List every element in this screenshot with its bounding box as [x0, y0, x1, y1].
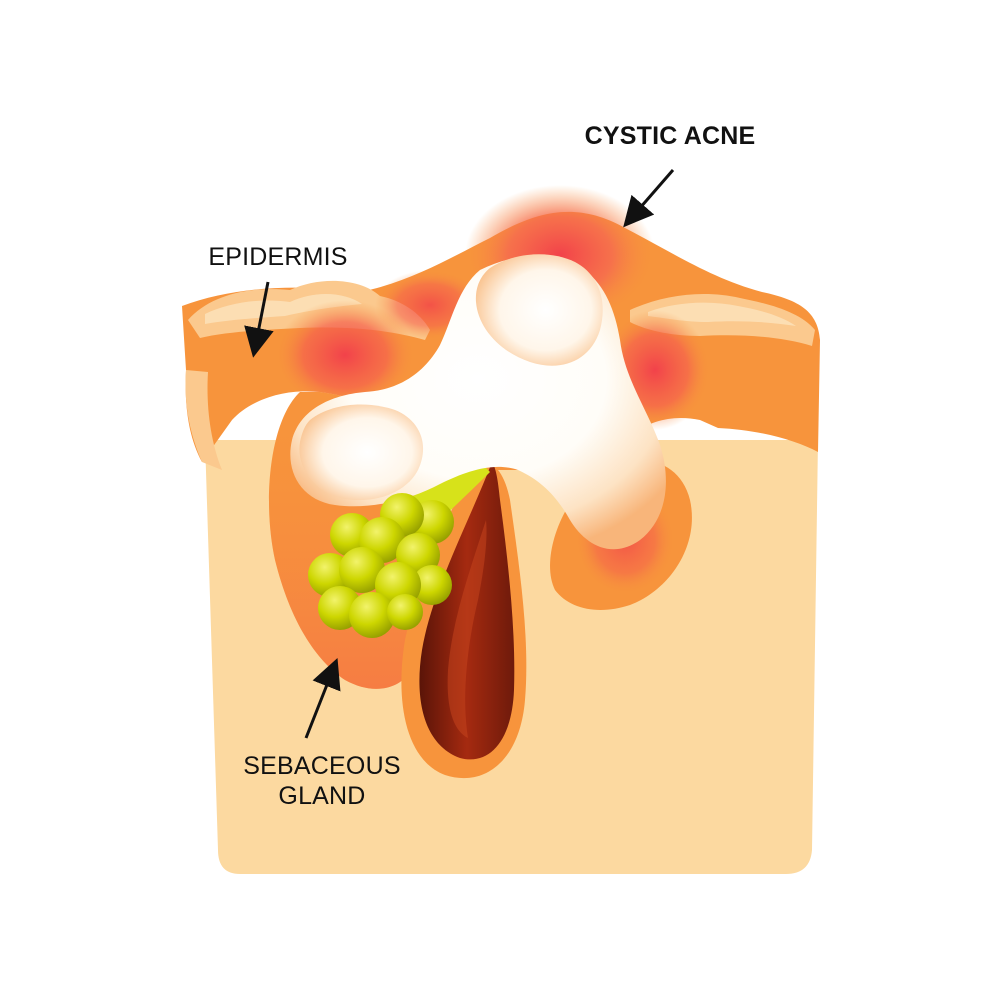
dermis-left-edge: [185, 370, 222, 470]
sebaceous-lobule: [387, 594, 423, 630]
cyst-pus-top-lobe: [475, 254, 603, 366]
sebaceous-gland-cluster: [308, 493, 454, 638]
inflammation-left: [275, 300, 415, 410]
label-sebaceous-line1: SEBACEOUS: [243, 752, 401, 780]
arrow-sebaceous-gland: [304, 658, 341, 739]
label-sebaceous-gland: SEBACEOUS GLAND: [222, 752, 422, 811]
label-sebaceous-line2: GLAND: [278, 781, 366, 810]
cyst-pus-left-lobe: [299, 404, 424, 501]
label-epidermis: EPIDERMIS: [208, 243, 348, 271]
hair-follicle-highlight: [447, 520, 487, 738]
arrow-cystic-acne: [623, 169, 675, 228]
label-cystic-acne: CYSTIC ACNE: [584, 122, 756, 150]
skin-ridge-left-highlight: [205, 293, 362, 324]
sebaceous-lobule: [339, 547, 385, 593]
sebaceous-lobule: [412, 565, 452, 605]
arrow-epidermis: [244, 281, 274, 358]
sebaceous-lobule: [349, 592, 395, 638]
